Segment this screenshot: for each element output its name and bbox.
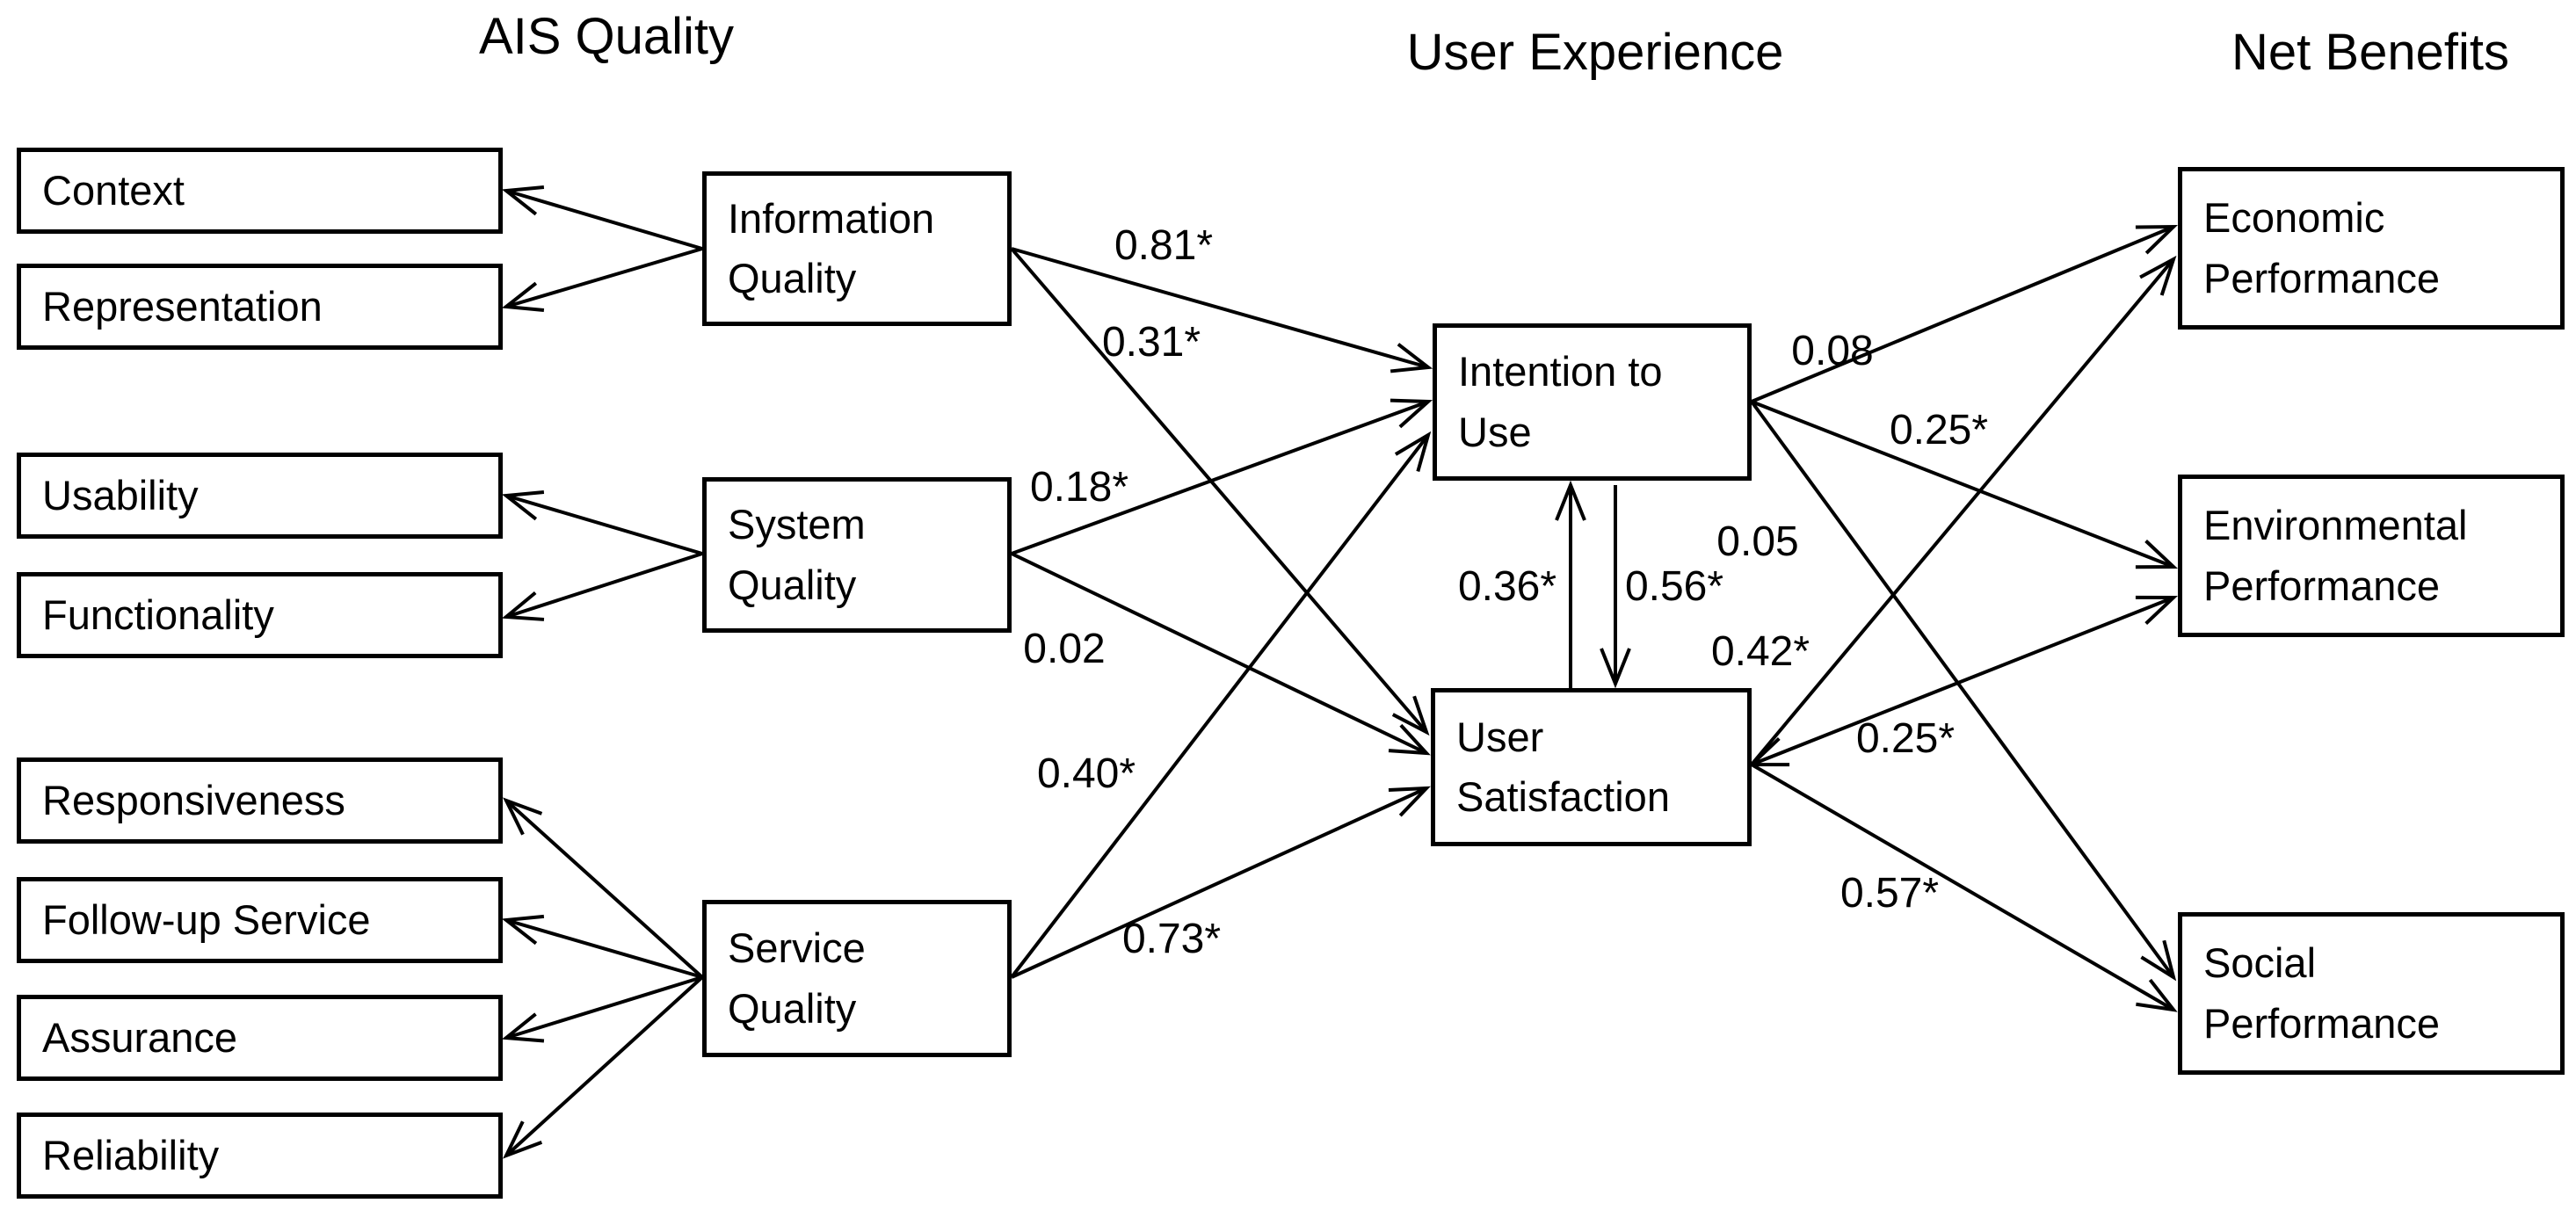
arrowhead-sq-itu [1390, 398, 1433, 429]
coefficient-label-itu-env: 0.25* [1890, 407, 1988, 453]
coefficient-label-us-econ: 0.42* [1711, 628, 1810, 675]
coefficient-label-iq-us: 0.31* [1102, 319, 1201, 366]
edge-itu-env [1751, 400, 2174, 569]
node-context: Context [17, 148, 503, 234]
node-label: Social Performance [2203, 939, 2441, 1047]
arrowhead-servq-reliability [503, 1120, 543, 1159]
node-economic-performance: Economic Performance [2178, 167, 2565, 330]
node-label: Usability [42, 471, 199, 518]
edge-servq-us [1011, 786, 1427, 979]
edge-us-env [1751, 596, 2174, 766]
arrowhead-itu-econ [2135, 224, 2178, 255]
edge-sq-itu [1011, 400, 1429, 555]
coefficient-label-itu-social: 0.05 [1716, 518, 1798, 565]
arrowhead-iq-itu [1390, 343, 1433, 373]
node-social-performance: Social Performance [2178, 912, 2565, 1075]
node-usability: Usability [17, 453, 503, 539]
edge-servq-reliability [504, 975, 704, 1157]
node-service-quality: Service Quality [702, 900, 1012, 1057]
arrowhead-iq-us [1391, 695, 1430, 736]
node-assurance: Assurance [17, 995, 503, 1081]
edge-iq-context [505, 189, 703, 250]
node-label: Representation [42, 282, 323, 330]
edge-sq-us [1011, 552, 1427, 755]
arrowhead-us-econ [2139, 255, 2177, 296]
coefficient-label-servq-us: 0.73* [1122, 916, 1221, 962]
edge-iq-itu [1011, 247, 1429, 369]
edge-servq-itu [1010, 433, 1430, 979]
arrowhead-us-social [2136, 978, 2178, 1012]
node-user-satisfaction: User Satisfaction [1431, 688, 1752, 846]
edge-servq-assurance [505, 975, 703, 1040]
node-system-quality: System Quality [702, 477, 1012, 633]
edge-iq-us [1010, 247, 1428, 734]
arrowhead-iq-representation [501, 281, 545, 312]
node-label: Intention to Use [1458, 348, 1663, 455]
coefficient-label-itu-econ: 0.08 [1791, 328, 1873, 374]
coefficient-label-sq-us: 0.02 [1023, 626, 1105, 672]
edge-iq-representation [505, 247, 703, 308]
edge-sq-usability [505, 494, 703, 555]
arrowhead-servq-itu [1394, 431, 1432, 473]
column-header-user-experience: User Experience [1406, 24, 1784, 81]
coefficient-label-itu-us: 0.56* [1625, 563, 1723, 610]
coefficient-label-us-env: 0.25* [1856, 715, 1955, 762]
arrowhead-servq-followup [501, 914, 545, 946]
edge-itu-social [1750, 400, 2175, 979]
edge-itu-econ [1751, 225, 2174, 403]
node-functionality: Functionality [17, 572, 503, 658]
edge-servq-responsiveness [504, 799, 704, 979]
node-label: System Quality [728, 501, 866, 608]
arrowhead-itu-env [2135, 540, 2179, 569]
node-label: Service Quality [728, 924, 866, 1032]
node-label: Economic Performance [2203, 194, 2441, 301]
node-label: Follow-up Service [42, 895, 371, 943]
arrowhead-sq-functionality [501, 591, 545, 621]
node-intention-to-use: Intention to Use [1433, 323, 1752, 481]
arrowhead-itu-us [1600, 648, 1631, 689]
arrowhead-itu-social [2140, 939, 2177, 982]
arrowhead-us-env [2135, 595, 2179, 626]
node-environmental-performance: Environmental Performance [2178, 475, 2565, 637]
node-information-quality: Information Quality [702, 171, 1012, 326]
edge-servq-followup [505, 918, 703, 979]
node-label: Functionality [42, 591, 274, 638]
node-follow-up-service: Follow-up Service [17, 877, 503, 963]
arrowhead-servq-assurance [501, 1012, 545, 1043]
edge-us-econ [1750, 257, 2175, 766]
node-representation: Representation [17, 264, 503, 350]
arrowhead-sq-us [1388, 723, 1431, 756]
node-label: Reliability [42, 1131, 220, 1178]
node-responsiveness: Responsiveness [17, 757, 503, 844]
node-reliability: Reliability [17, 1113, 503, 1199]
coefficient-label-us-social: 0.57* [1840, 870, 1939, 917]
arrowhead-iq-context [501, 185, 545, 216]
node-label: Context [42, 166, 185, 214]
arrowhead-servq-responsiveness [502, 797, 543, 836]
node-label: Assurance [42, 1013, 238, 1061]
coefficient-label-iq-itu: 0.81* [1114, 222, 1213, 269]
edge-sq-functionality [505, 552, 703, 619]
coefficient-label-servq-itu: 0.40* [1037, 750, 1136, 797]
arrowhead-sq-usability [501, 490, 545, 521]
arrowhead-us-itu [1555, 480, 1586, 521]
node-label: Responsiveness [42, 776, 345, 823]
coefficient-label-us-itu: 0.36* [1458, 563, 1556, 610]
node-label: Information Quality [728, 194, 935, 301]
column-header-ais-quality: AIS Quality [478, 8, 735, 65]
coefficient-label-sq-itu: 0.18* [1030, 464, 1128, 511]
column-header-net-benefits: Net Benefits [2231, 24, 2509, 81]
edge-us-social [1750, 763, 2175, 1011]
node-label: Environmental Performance [2203, 502, 2468, 609]
node-label: User Satisfaction [1456, 713, 1670, 820]
arrowhead-servq-us [1388, 786, 1431, 817]
